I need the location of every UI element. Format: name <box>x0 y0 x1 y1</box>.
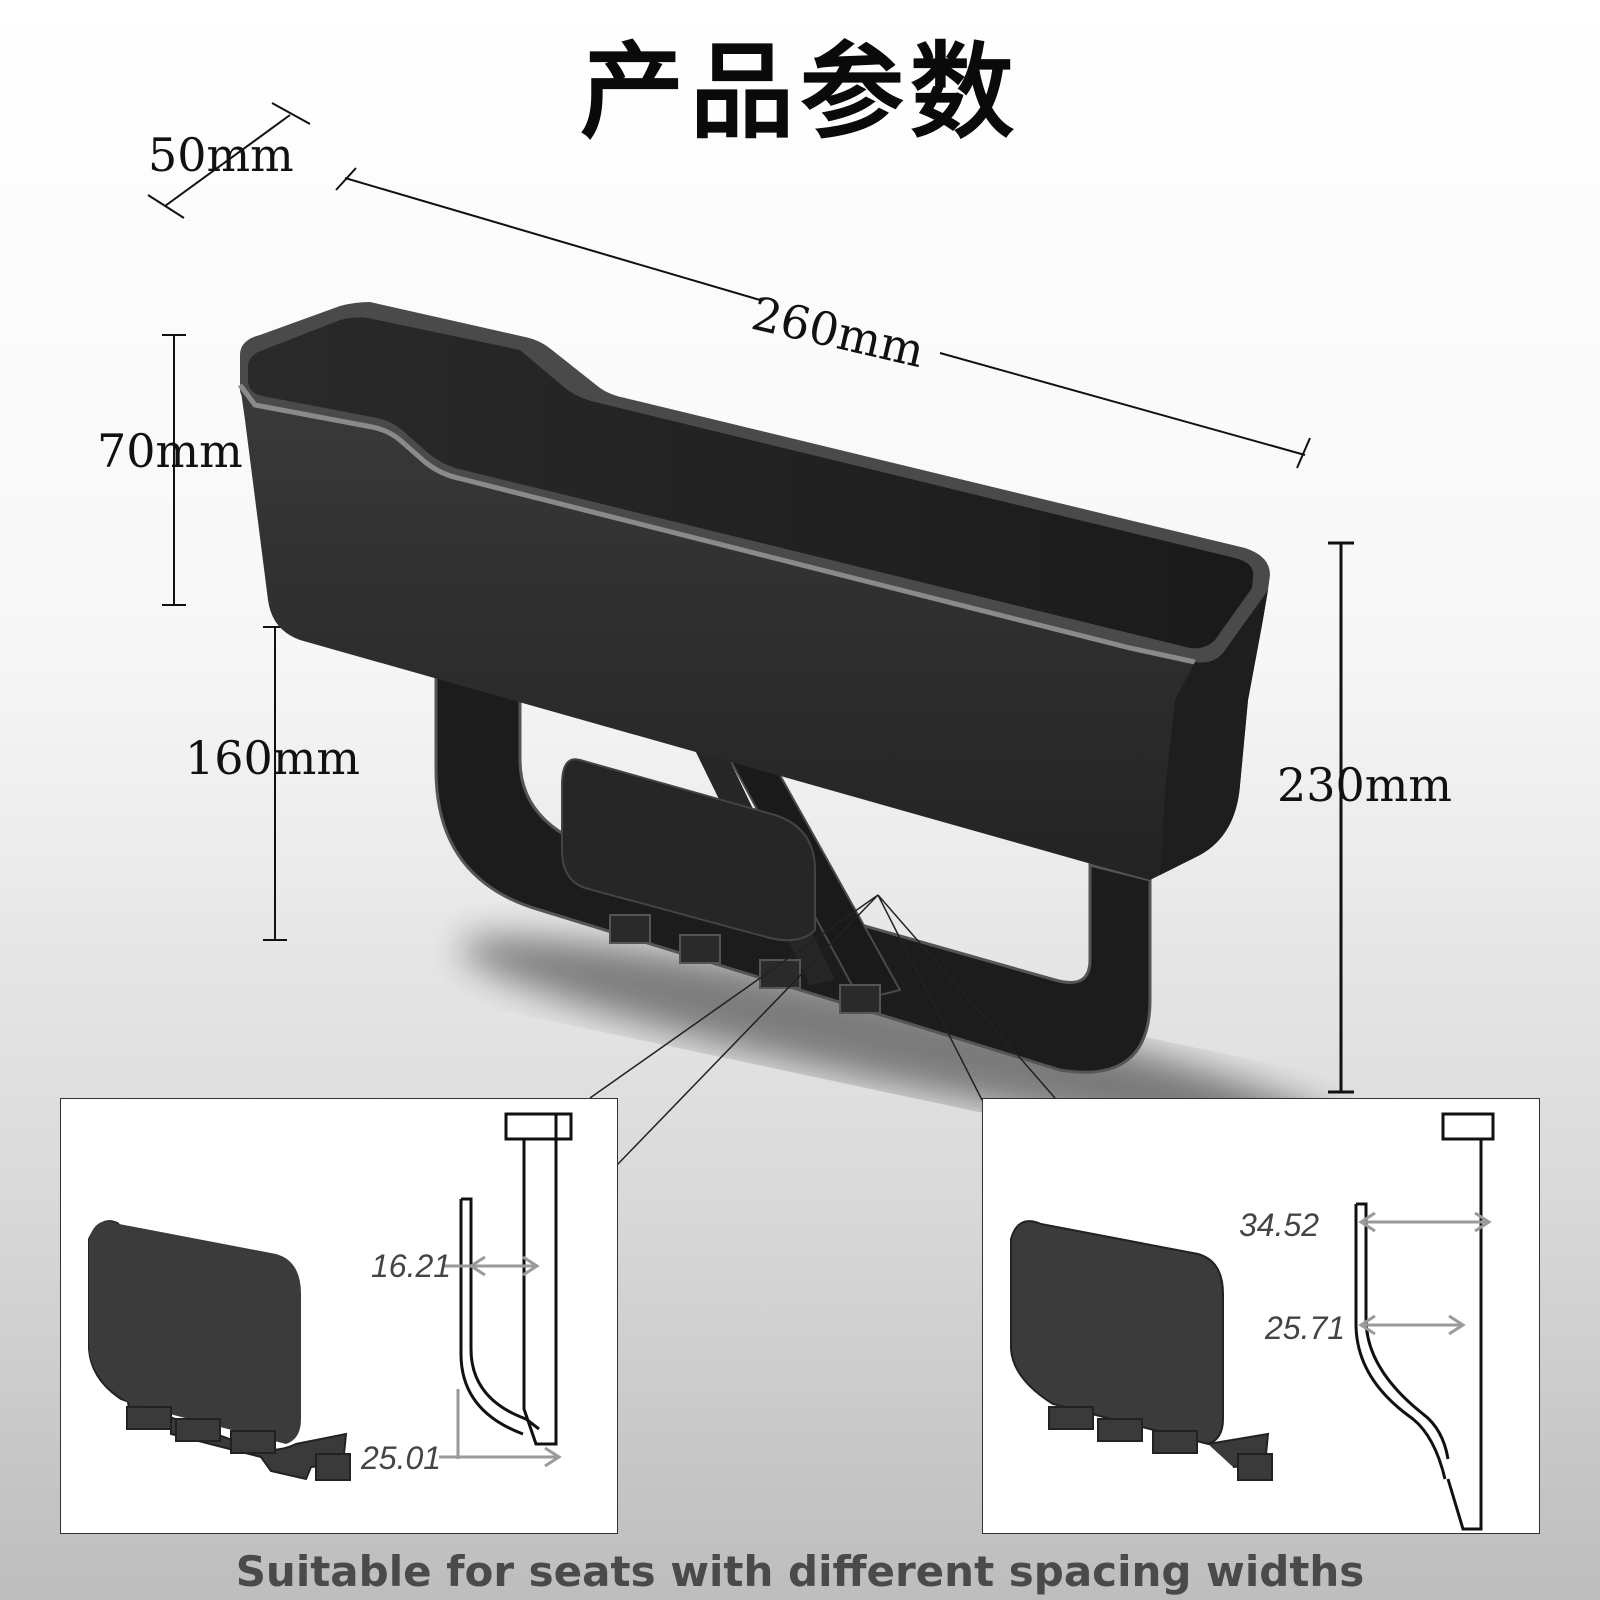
spec-top-right: 34.52 <box>1239 1207 1319 1243</box>
detail-panel-left: 16.21 25.01 <box>60 1098 618 1534</box>
clip-diagram-left: 16.21 25.01 <box>88 1112 573 1481</box>
page-title: 产品参数 <box>579 31 1020 153</box>
spec-bottom-right: 25.71 <box>1264 1310 1345 1346</box>
leg-height-label: 160mm <box>185 731 361 785</box>
clip-diagram-right: 34.52 25.71 <box>1010 1112 1495 1531</box>
length-dimension-line <box>335 167 1311 469</box>
spec-top-left: 16.21 <box>371 1248 451 1284</box>
total-height-dimension-line <box>1328 541 1354 1094</box>
detail-panel-right: 34.52 25.71 <box>982 1098 1540 1534</box>
callout-lines <box>589 894 1056 1166</box>
storage-box <box>238 302 1271 880</box>
leg-frame <box>434 652 1152 1074</box>
seat-flap <box>561 758 816 942</box>
spec-bottom-left: 25.01 <box>360 1440 441 1476</box>
box-height-label: 70mm <box>97 424 243 478</box>
depth-label: 50mm <box>148 128 294 182</box>
box-height-dimension-line <box>162 334 186 606</box>
total-height-label: 230mm <box>1277 758 1453 812</box>
caption: Suitable for seats with different spacin… <box>235 1547 1365 1596</box>
depth-dimension-line <box>147 102 311 219</box>
